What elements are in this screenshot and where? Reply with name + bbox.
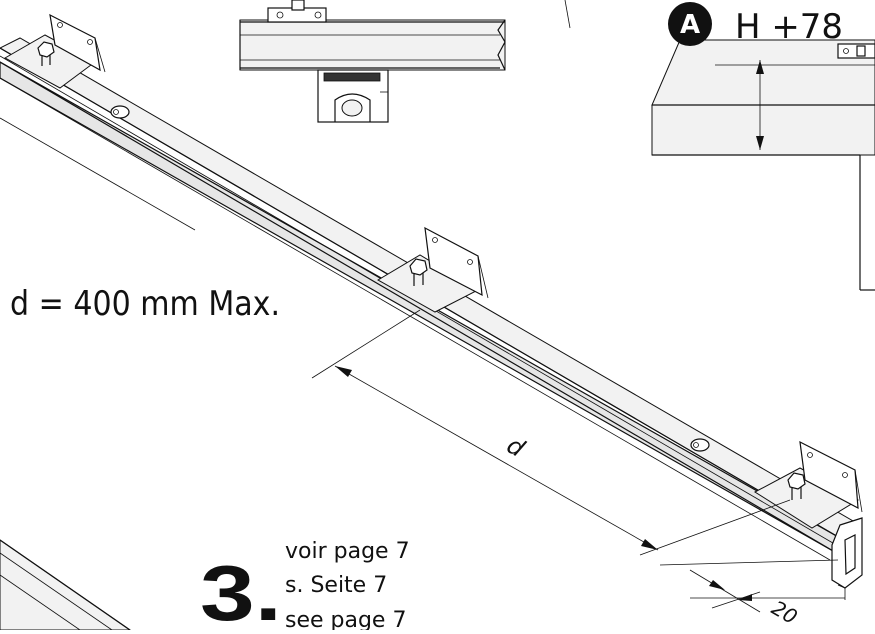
step-ref-en: see page 7 [285,608,406,630]
detail-badge-letter: A [680,10,700,40]
dimension-arrow-icon [709,580,725,590]
detail-a: A H +78 [651,2,875,291]
mounting-bracket-icon [377,226,489,313]
dimension-arrow-icon [756,60,764,74]
dimension-d-label: d [502,431,530,463]
detail-badge [668,2,712,46]
dimension-arrow-icon [641,539,658,550]
step-3: 3. voir page 7 s. Seite 7 see page 7 [200,539,410,634]
dimension-arrow-icon [335,366,352,377]
hex-bolt-icon [409,258,428,286]
dimension-20: 20 [659,559,845,630]
offset-20-label: 20 [768,596,802,630]
rail-section-detail [239,0,506,123]
leader-line [564,0,571,29]
hex-bolt-icon [37,41,55,66]
keyhole-slot-icon [690,438,710,452]
mounting-bracket-icon [754,440,863,529]
spacing-note: d = 400 mm Max. [10,284,280,324]
dimension-arrow-icon [756,136,764,150]
step-ref-de: s. Seite 7 [285,573,387,598]
hex-bolt-icon [787,472,806,500]
height-label: H +78 [735,7,843,47]
dimension-arrow-icon [738,594,752,601]
bottom-rail [0,539,132,631]
step-ref-fr: voir page 7 [285,539,410,564]
step-number: 3. [200,549,282,630]
keyhole-slot-icon [110,105,130,119]
